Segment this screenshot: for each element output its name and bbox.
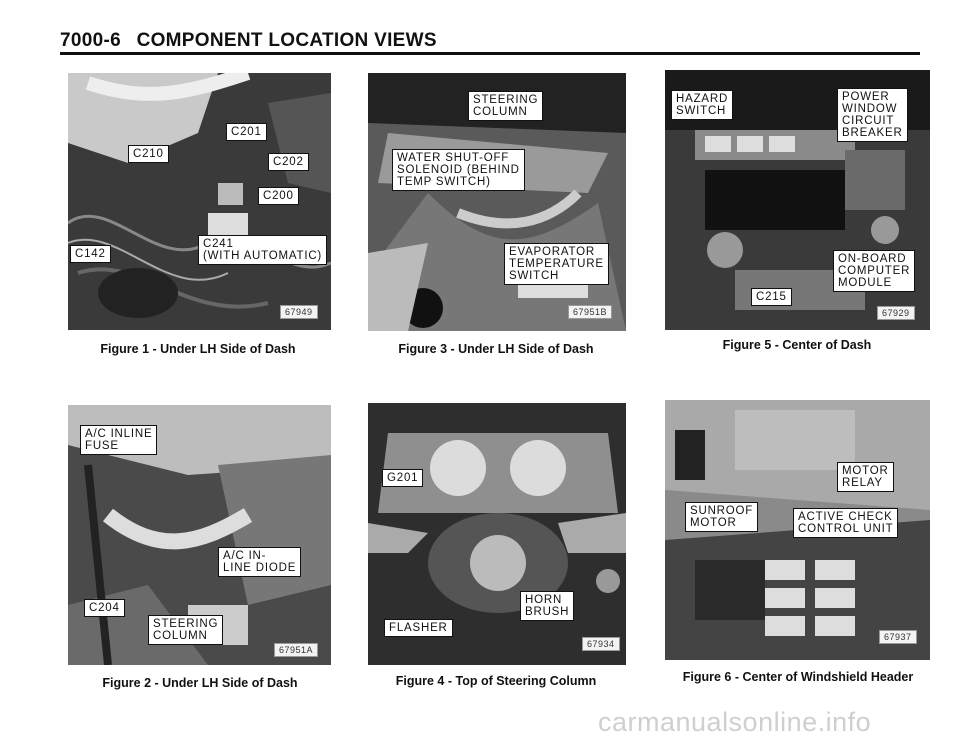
figure-6-caption: Figure 6 - Center of Windshield Header	[682, 670, 914, 684]
callout-steering-column: STEERING COLUMN	[468, 91, 544, 121]
callout-hazard-switch: HAZARD SWITCH	[671, 90, 734, 120]
callout-c210: C210	[128, 145, 169, 163]
callout-c202: C202	[268, 153, 309, 171]
photo-code: 67929	[877, 306, 915, 320]
page-header: 7000-6 COMPONENT LOCATION VIEWS	[60, 30, 437, 52]
photo-code: 67934	[582, 637, 620, 651]
figure-5-caption: Figure 5 - Center of Dash	[722, 338, 872, 352]
photo-code: 67949	[280, 305, 318, 319]
photo-code: 67937	[879, 630, 917, 644]
figure-4-photo: G201 HORN BRUSH FLASHER 67934	[368, 403, 626, 665]
callout-sunroof-motor: SUNROOF MOTOR	[685, 502, 759, 532]
callout-evaporator-temperature-switch: EVAPORATOR TEMPERATURE SWITCH	[504, 243, 609, 285]
callout-on-board-computer-module: ON-BOARD COMPUTER MODULE	[833, 250, 916, 292]
figure-6-photo: MOTOR RELAY SUNROOF MOTOR ACTIVE CHECK C…	[665, 400, 930, 660]
figure-3-photo: STEERING COLUMN WATER SHUT-OFF SOLENOID …	[368, 73, 626, 331]
callout-steering-column: STEERING COLUMN	[148, 615, 224, 645]
figure-1-caption: Figure 1 - Under LH Side of Dash	[100, 342, 296, 356]
callout-active-check-control-unit: ACTIVE CHECK CONTROL UNIT	[793, 508, 899, 538]
photo-code: 67951A	[274, 643, 319, 657]
callout-c241: C241 (WITH AUTOMATIC)	[198, 235, 328, 265]
callout-power-window-circuit-breaker: POWER WINDOW CIRCUIT BREAKER	[837, 88, 908, 142]
watermark: carmanualsonline.info	[598, 707, 872, 737]
figure-4-caption: Figure 4 - Top of Steering Column	[395, 674, 597, 688]
figure-3-caption: Figure 3 - Under LH Side of Dash	[398, 342, 594, 356]
callout-horn-brush: HORN BRUSH	[520, 591, 575, 621]
callout-water-shutoff-solenoid: WATER SHUT-OFF SOLENOID (BEHIND TEMP SWI…	[392, 149, 525, 191]
figure-5-photo: HAZARD SWITCH POWER WINDOW CIRCUIT BREAK…	[665, 70, 930, 330]
figure-2-caption: Figure 2 - Under LH Side of Dash	[102, 676, 298, 690]
photo-code: 67951B	[568, 305, 613, 319]
callout-motor-relay: MOTOR RELAY	[837, 462, 894, 492]
callout-g201: G201	[382, 469, 424, 487]
callout-flasher: FLASHER	[384, 619, 453, 637]
page-title: COMPONENT LOCATION VIEWS	[136, 30, 437, 51]
callout-ac-inline-diode: A/C IN- LINE DIODE	[218, 547, 302, 577]
figure-2-photo: A/C INLINE FUSE A/C IN- LINE DIODE C204 …	[68, 405, 331, 665]
page-number: 7000-6	[60, 30, 121, 51]
callout-c201: C201	[226, 123, 267, 141]
callout-c215: C215	[751, 288, 792, 306]
header-rule	[60, 52, 920, 55]
figure-1-photo: C201 C210 C202 C200 C241 (WITH AUTOMATIC…	[68, 73, 331, 330]
callout-ac-inline-fuse: A/C INLINE FUSE	[80, 425, 158, 455]
callout-c200: C200	[258, 187, 299, 205]
callout-c204: C204	[84, 599, 125, 617]
callout-c142: C142	[70, 245, 111, 263]
